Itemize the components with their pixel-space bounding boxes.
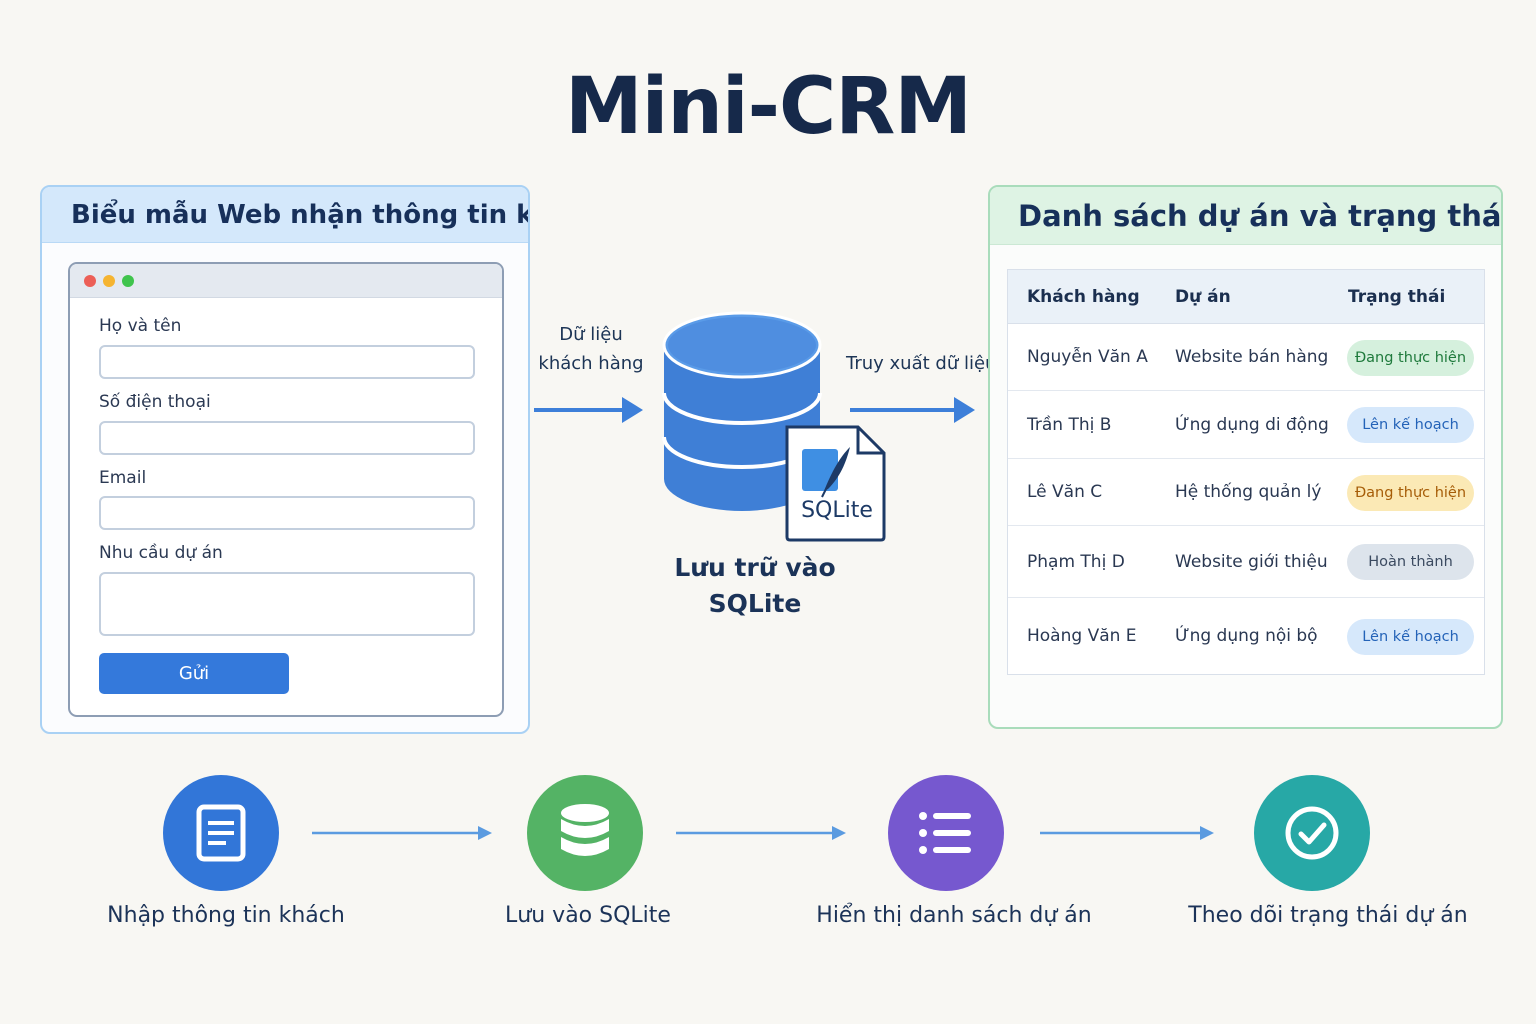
web-form-panel: Biểu mẫu Web nhận thông tin khách Họ và …	[40, 185, 530, 734]
db-caption: Lưu trữ vào SQLite	[640, 550, 870, 622]
retrieve-data-label: Truy xuất dữ liệu	[846, 353, 997, 374]
page-title: Mini-CRM	[565, 62, 972, 152]
project-need-textarea[interactable]	[99, 572, 475, 636]
name-label: Họ và tên	[99, 316, 182, 336]
project-cell: Website bán hàng	[1175, 347, 1329, 367]
db-to-list-arrow	[850, 397, 975, 423]
step-input-label: Nhập thông tin khách	[107, 903, 345, 928]
project-cell: Website giới thiệu	[1175, 552, 1328, 572]
window-close-dot	[84, 274, 96, 287]
email-field[interactable]	[99, 496, 475, 530]
customer-data-label-line1: Dữ liệu	[559, 324, 623, 345]
project-list-title: Danh sách dự án và trạng thái	[990, 187, 1501, 245]
table-row[interactable]: Lê Văn C Hệ thống quản lý Đang thực hiện	[1008, 459, 1484, 526]
list-icon	[919, 812, 971, 854]
browser-title-bar	[70, 264, 502, 298]
project-list-panel: Danh sách dự án và trạng thái Khách hàng…	[988, 185, 1503, 729]
step-store-circle	[527, 775, 643, 891]
form-panel-title: Biểu mẫu Web nhận thông tin khách	[42, 187, 528, 243]
step-track-circle	[1254, 775, 1370, 891]
customer-cell: Lê Văn C	[1027, 482, 1103, 502]
project-cell: Ứng dụng nội bộ	[1175, 626, 1318, 646]
db-caption-line2: SQLite	[708, 589, 802, 618]
status-badge: Đang thực hiện	[1347, 340, 1474, 376]
status-badge: Lên kế hoạch	[1347, 407, 1474, 443]
sqlite-badge-text: SQLite	[801, 498, 873, 523]
table-row[interactable]: Trần Thị B Ứng dụng di động Lên kế hoạch	[1008, 391, 1484, 459]
column-header-project: Dự án	[1175, 287, 1231, 307]
status-badge: Hoàn thành	[1347, 544, 1474, 580]
db-caption-line1: Lưu trữ vào	[674, 553, 836, 582]
customer-cell: Hoàng Văn E	[1027, 626, 1137, 646]
database-cylinder-icon	[662, 311, 886, 542]
project-need-label: Nhu cầu dự án	[99, 543, 223, 563]
window-maximize-dot	[122, 274, 134, 287]
project-cell: Ứng dụng di động	[1175, 415, 1329, 435]
customer-cell: Nguyễn Văn A	[1027, 347, 1148, 367]
step-store-label: Lưu vào SQLite	[505, 903, 671, 928]
database-icon	[561, 804, 609, 856]
table-row[interactable]: Hoàng Văn E Ứng dụng nội bộ Lên kế hoạch	[1008, 598, 1484, 675]
customer-cell: Phạm Thị D	[1027, 552, 1125, 572]
customer-cell: Trần Thị B	[1027, 415, 1112, 435]
step-input-circle	[163, 775, 279, 891]
project-table: Khách hàng Dự án Trạng thái Nguyễn Văn A…	[1007, 269, 1485, 675]
column-header-customer: Khách hàng	[1027, 287, 1140, 307]
window-minimize-dot	[103, 274, 115, 287]
column-header-status: Trạng thái	[1348, 287, 1446, 307]
step-arrow-1	[312, 826, 492, 840]
browser-window: Họ và tên Số điện thoại Email Nhu cầu dự…	[68, 262, 504, 717]
name-field[interactable]	[99, 345, 475, 379]
customer-data-label-line2: khách hàng	[538, 353, 644, 374]
email-label: Email	[99, 468, 147, 488]
sqlite-file-icon	[785, 425, 886, 542]
step-display-label: Hiển thị danh sách dự án	[816, 903, 1092, 928]
table-header-row: Khách hàng Dự án Trạng thái	[1008, 270, 1484, 324]
sqlite-database: SQLite	[662, 311, 892, 551]
phone-field[interactable]	[99, 421, 475, 455]
status-badge: Lên kế hoạch	[1347, 619, 1474, 655]
project-cell: Hệ thống quản lý	[1175, 482, 1322, 502]
submit-button[interactable]: Gửi	[99, 653, 289, 694]
table-row[interactable]: Phạm Thị D Website giới thiệu Hoàn thành	[1008, 526, 1484, 598]
phone-label: Số điện thoại	[99, 392, 211, 412]
status-badge: Đang thực hiện	[1347, 475, 1474, 511]
step-display-circle	[888, 775, 1004, 891]
step-arrow-2	[676, 826, 846, 840]
step-arrow-3	[1040, 826, 1214, 840]
form-to-db-arrow	[534, 397, 643, 423]
document-icon	[196, 804, 246, 862]
table-row[interactable]: Nguyễn Văn A Website bán hàng Đang thực hi…	[1008, 324, 1484, 391]
customer-data-label: Dữ liệu khách hàng	[531, 320, 651, 378]
step-track-label: Theo dõi trạng thái dự án	[1188, 903, 1468, 928]
check-circle-icon	[1285, 806, 1339, 860]
